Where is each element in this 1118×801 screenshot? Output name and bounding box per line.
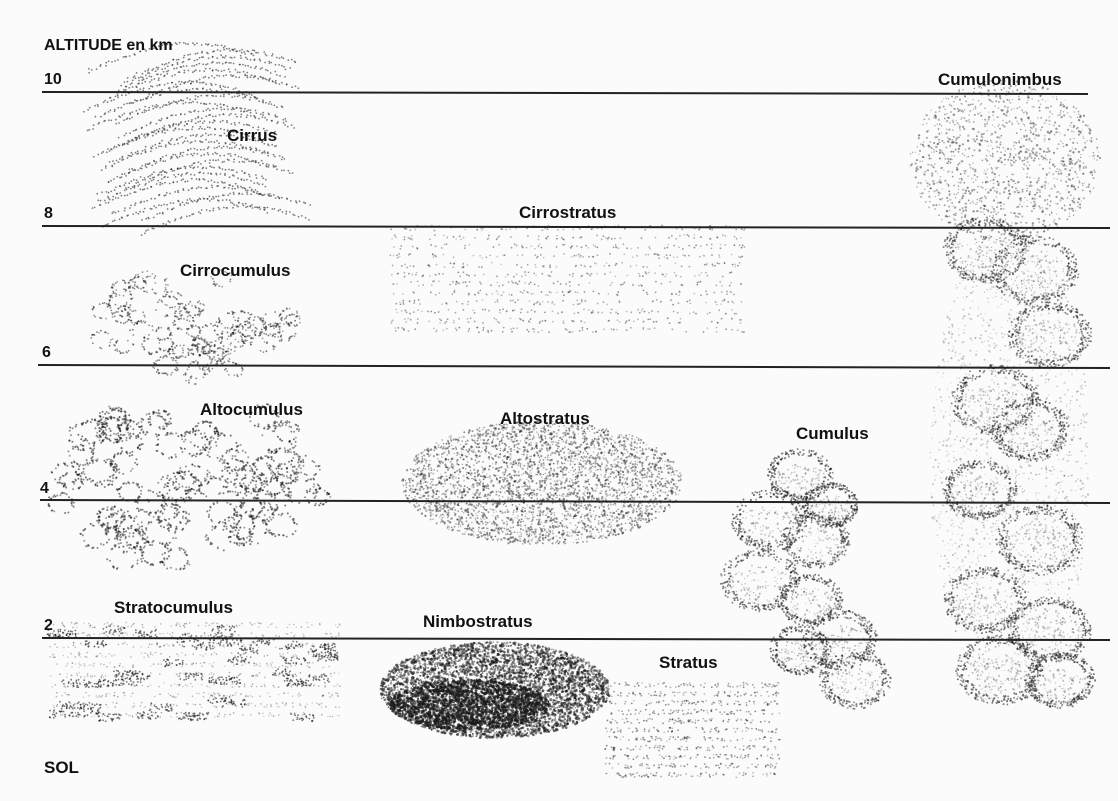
altitude-label-2: 2: [44, 616, 53, 636]
cloud-label-cirrocumulus: Cirrocumulus: [180, 261, 291, 281]
cloud-label-altostratus: Altostratus: [500, 409, 590, 429]
altitude-label-6: 6: [42, 343, 51, 363]
ground-label: SOL: [44, 758, 79, 778]
altitude-line-8: [42, 226, 1110, 228]
cloud-label-nimbostratus: Nimbostratus: [423, 612, 533, 632]
altitude-line-2: [42, 638, 1110, 640]
altitude-label-8: 8: [44, 204, 53, 224]
altitude-lines: [38, 92, 1110, 640]
cloud-label-stratocumulus: Stratocumulus: [114, 598, 233, 618]
axis-title: ALTITUDE en km: [44, 36, 173, 56]
cloud-label-cumulonimbus: Cumulonimbus: [938, 70, 1062, 90]
altitude-label-10: 10: [44, 70, 62, 90]
cloud-label-cirrostratus: Cirrostratus: [519, 203, 616, 223]
cloud-label-cirrus: Cirrus: [227, 126, 277, 146]
cloud-label-cumulus: Cumulus: [796, 424, 869, 444]
altitude-label-4: 4: [40, 479, 49, 499]
altitude-line-10: [42, 92, 1088, 94]
cloud-label-stratus: Stratus: [659, 653, 718, 673]
cloud-label-altocumulus: Altocumulus: [200, 400, 303, 420]
